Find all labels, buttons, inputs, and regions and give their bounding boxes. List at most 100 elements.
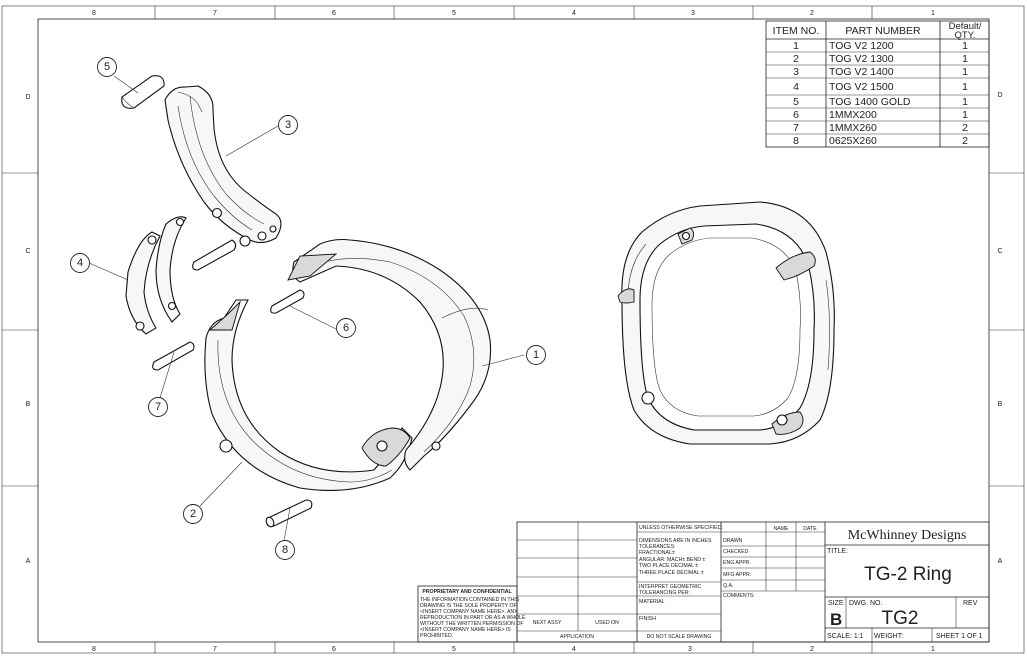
bom-cell-qty: 1 xyxy=(962,96,968,108)
comments-label: COMMENTS: xyxy=(723,593,755,599)
balloon-4: 4 xyxy=(70,253,90,273)
zone-row-right: C xyxy=(997,248,1002,255)
zone-col-top: 7 xyxy=(213,10,217,17)
dims-line-4: ANGULAR: MACH± BEND ± xyxy=(639,557,705,563)
bom-header-qty-line2: QTY. xyxy=(955,30,976,41)
zone-col-bottom: 1 xyxy=(931,646,935,653)
zone-col-top: 3 xyxy=(691,10,695,17)
qa-label: Q.A. xyxy=(723,583,733,589)
balloon-8: 8 xyxy=(275,540,295,560)
company-name: McWhinney Designs xyxy=(848,528,967,543)
proprietary-line: DRAWING IS THE SOLE PROPERTY OF xyxy=(420,603,517,609)
unless-specified: UNLESS OTHERWISE SPECIFIED: xyxy=(639,525,723,531)
zone-col-top: 8 xyxy=(92,10,96,17)
bom-cell-qty: 1 xyxy=(962,81,968,93)
drawing-number: TG2 xyxy=(882,608,919,629)
bom-header-qty-line1: Default/ xyxy=(949,21,982,32)
part-3-upper-segment xyxy=(164,85,282,247)
bom-cell-qty: 2 xyxy=(962,122,968,134)
zone-col-bottom: 5 xyxy=(452,646,456,653)
proprietary-line: THE INFORMATION CONTAINED IN THIS xyxy=(420,597,520,603)
proprietary-line: PROHIBITED. xyxy=(420,633,453,639)
scale-value: SCALE: 1:1 xyxy=(827,633,864,640)
dims-line-5: TWO PLACE DECIMAL ± xyxy=(639,563,698,569)
bom-cell-qty: 1 xyxy=(962,66,968,78)
proprietary-line: <INSERT COMPANY NAME HERE>. ANY xyxy=(420,609,518,615)
bom-cell-part: TOG V2 1300 xyxy=(829,53,894,65)
rev-label: REV xyxy=(963,600,978,607)
used-on-label: USED ON xyxy=(595,620,619,626)
svg-text:4: 4 xyxy=(77,257,83,269)
zone-col-bottom: 7 xyxy=(213,646,217,653)
checked-label: CHECKED xyxy=(723,549,749,555)
material-label: MATERIAL xyxy=(639,599,665,605)
bom-cell-part: TOG V2 1400 xyxy=(829,66,894,78)
zone-row-left: D xyxy=(25,94,30,101)
zone-col-top: 4 xyxy=(572,10,576,17)
dwg-no-label: DWG. NO. xyxy=(849,600,882,607)
part-2-lower-band xyxy=(204,299,413,492)
zone-row-right: A xyxy=(998,558,1003,565)
bom-cell-item: 2 xyxy=(793,53,799,65)
zone-row-left: B xyxy=(26,401,31,408)
bom-table: ITEM NO. PART NUMBER xyxy=(765,20,990,148)
drawn-label: DRAWN xyxy=(723,538,743,544)
bom-cell-qty: 1 xyxy=(962,109,968,121)
bom-header-part: PART NUMBER xyxy=(845,25,921,37)
zone-col-top: 6 xyxy=(332,10,336,17)
application-label: APPLICATION xyxy=(560,634,594,640)
svg-text:3: 3 xyxy=(285,119,291,131)
drawing-title: TG-2 Ring xyxy=(864,564,952,585)
part-1-main-ring xyxy=(287,238,492,471)
zone-col-bottom: 8 xyxy=(92,646,96,653)
bom-cell-part: 1MMX200 xyxy=(829,109,877,121)
bom-cell-qty: 2 xyxy=(962,135,968,147)
zone-col-bottom: 3 xyxy=(688,646,692,653)
part-7-pin xyxy=(152,341,195,371)
zone-col-bottom: 2 xyxy=(810,646,814,653)
dims-line-3: FRACTIONAL± xyxy=(639,550,675,556)
title-label: TITLE: xyxy=(827,548,848,555)
balloon-2: 2 xyxy=(183,504,203,524)
bom-cell-part: TOG V2 1500 xyxy=(829,81,894,93)
zone-col-top: 1 xyxy=(931,10,935,17)
dims-line-1: DIMENSIONS ARE IN INCHES xyxy=(639,538,712,544)
leader-lines xyxy=(88,75,525,542)
name-header: NAME xyxy=(774,526,790,532)
bom-cell-item: 6 xyxy=(793,109,799,121)
zone-row-right: B xyxy=(998,401,1003,408)
outer-border xyxy=(1,5,1025,654)
interpret-line-2: TOLERANCING PER: xyxy=(639,590,690,596)
proprietary-line: REPRODUCTION IN PART OR AS A WHOLE xyxy=(420,615,526,621)
zone-row-right: D xyxy=(997,92,1002,99)
interpret-line-1: INTERPRET GEOMETRIC xyxy=(639,584,701,590)
svg-text:6: 6 xyxy=(343,322,349,334)
zone-col-bottom: 4 xyxy=(572,646,576,653)
svg-text:1: 1 xyxy=(533,349,539,361)
part-4-left-segment xyxy=(125,216,187,335)
bom-cell-part: 1MMX260 xyxy=(829,122,877,134)
bom-cell-part: 0625X260 xyxy=(829,135,877,147)
zone-col-top: 5 xyxy=(452,10,456,17)
sheet-size: B xyxy=(830,610,842,629)
balloon-5: 5 xyxy=(97,57,117,77)
pin-upper xyxy=(192,239,237,271)
bom-cell-qty: 1 xyxy=(962,53,968,65)
eng-appr-label: ENG APPR. xyxy=(723,560,751,566)
bom-cell-item: 8 xyxy=(793,135,799,147)
bom-cell-item: 7 xyxy=(793,122,799,134)
size-label: SIZE xyxy=(828,600,844,607)
bom-cell-part: TOG 1400 GOLD xyxy=(829,96,911,108)
svg-text:5: 5 xyxy=(104,61,110,73)
dims-line-6: THREE PLACE DECIMAL ± xyxy=(639,570,704,576)
sheet-count: SHEET 1 OF 1 xyxy=(936,633,983,640)
part-8-pin xyxy=(265,499,313,528)
dims-line-2: TOLERANCES: xyxy=(639,544,676,550)
balloon-3: 3 xyxy=(278,115,298,135)
svg-text:2: 2 xyxy=(190,508,196,520)
bom-cell-item: 3 xyxy=(793,66,799,78)
proprietary-line: <INSERT COMPANY NAME HERE> IS xyxy=(420,627,511,633)
mfg-appr-label: MFG APPR. xyxy=(723,572,751,578)
next-assy-label: NEXT ASSY xyxy=(533,620,562,626)
